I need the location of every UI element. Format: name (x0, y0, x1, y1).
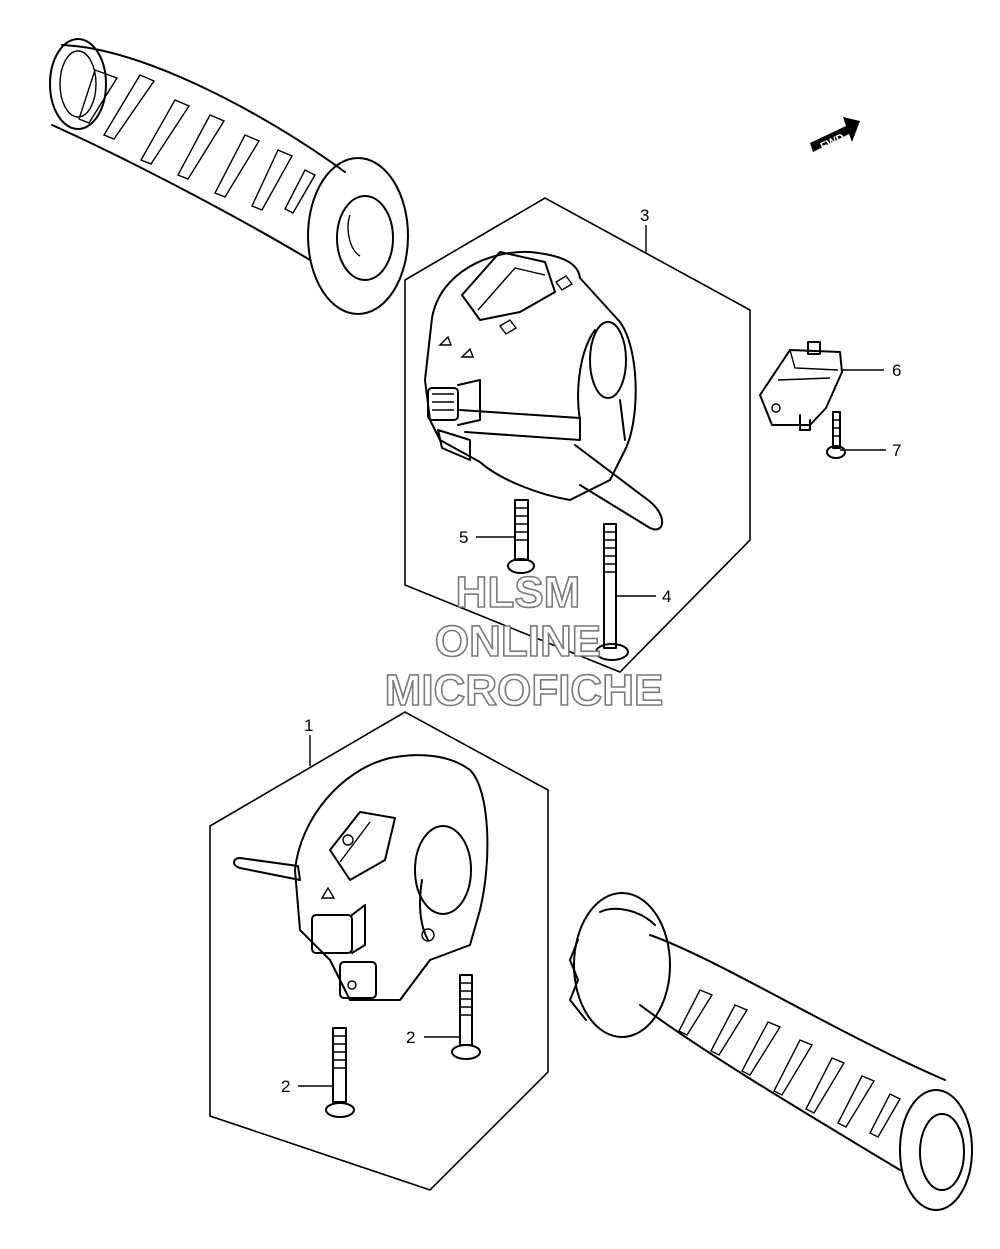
right-grip (569, 892, 973, 1211)
left-grip (49, 38, 409, 315)
callout-2-upper: 2 (406, 1028, 415, 1047)
callout-2-lower: 2 (281, 1077, 290, 1096)
screw-2-lower (325, 1027, 355, 1118)
switch-6 (759, 341, 843, 431)
callout-7: 7 (892, 441, 901, 460)
callout-leaders (298, 225, 886, 1087)
screw-2-upper (451, 974, 481, 1060)
callout-labels: 1 2 2 3 4 5 6 7 (281, 206, 901, 1096)
fwd-arrow-icon: FWD (810, 117, 860, 153)
callout-6: 6 (892, 361, 901, 380)
callout-1: 1 (304, 716, 313, 735)
assembly-3-box (404, 197, 751, 673)
screw-4 (595, 523, 629, 661)
screw-7 (826, 411, 846, 459)
left-switch-housing (233, 754, 489, 1001)
watermark-line-3: MICROFICHE (385, 666, 664, 715)
fwd-label: FWD (819, 132, 847, 153)
callout-3: 3 (640, 206, 649, 225)
watermark-line-1: HLSM (456, 568, 581, 617)
watermark-line-2: ONLINE (435, 617, 601, 666)
assembly-1-box (209, 711, 549, 1191)
callout-4: 4 (662, 587, 671, 606)
callout-5: 5 (459, 528, 468, 547)
watermark: HLSM ONLINE MICROFICHE (384, 567, 664, 716)
right-switch-housing (424, 250, 664, 531)
screw-5 (507, 499, 535, 574)
